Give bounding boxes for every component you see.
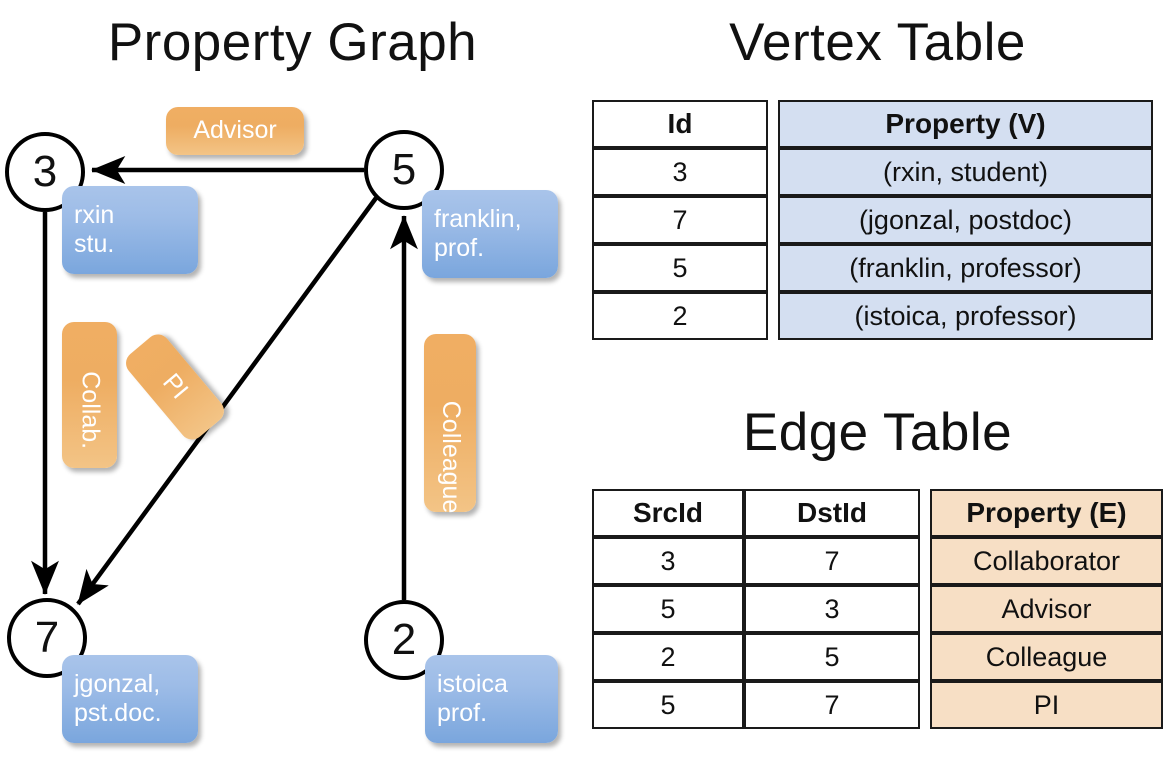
edge-cell-srcid: 5: [592, 585, 744, 633]
vertex-cell-id: 5: [592, 244, 768, 292]
edge-cell-property: Advisor: [930, 585, 1163, 633]
edge-cell-srcid: 5: [592, 681, 744, 729]
graph-edges-svg: [31, 156, 418, 606]
vertex-chip-3-line2: stu.: [74, 230, 115, 258]
edge-chip-pi-label: PI: [157, 368, 194, 405]
vertex-chip-7-line1: jgonzal,: [74, 669, 161, 698]
edge-cell-dstid: 5: [744, 633, 920, 681]
edge-table: SrcId DstId Property (E) 3 7 Collaborato…: [592, 489, 1163, 729]
column-gap: [768, 100, 778, 148]
vertex-chip-5-line2: prof.: [434, 234, 485, 262]
vertex-cell-id: 7: [592, 196, 768, 244]
table-row: 3 7 Collaborator: [592, 537, 1163, 585]
vertex-chip-2-line1: istoica: [437, 669, 508, 698]
graph-node-2[interactable]: 2: [364, 600, 444, 680]
table-header-row: Id Property (V): [592, 100, 1153, 148]
vertex-chip-5: franklin, prof.: [422, 190, 558, 278]
column-gap: [920, 585, 930, 633]
vertex-cell-property: (jgonzal, postdoc): [778, 196, 1153, 244]
edge-chip-colleague: Colleague: [424, 334, 476, 514]
edge-cell-property: Collaborator: [930, 537, 1163, 585]
vertex-col-property: Property (V): [778, 100, 1153, 148]
vertex-table: Id Property (V) 3 (rxin, student) 7 (jgo…: [592, 100, 1153, 340]
column-gap: [920, 681, 930, 729]
edge-chip-colleague-label: Colleague: [436, 401, 465, 514]
vertex-cell-property: (rxin, student): [778, 148, 1153, 196]
vertex-cell-property: (istoica, professor): [778, 292, 1153, 340]
table-row: 5 (franklin, professor): [592, 244, 1153, 292]
edge-cell-srcid: 2: [592, 633, 744, 681]
vertex-cell-property: (franklin, professor): [778, 244, 1153, 292]
vertex-chip-7-line2: pst.doc.: [74, 699, 162, 727]
edge-cell-srcid: 3: [592, 537, 744, 585]
vertex-cell-id: 3: [592, 148, 768, 196]
graph-node-5[interactable]: 5: [364, 130, 444, 210]
column-gap: [920, 633, 930, 681]
vertex-chip-2-line2: prof.: [437, 699, 488, 727]
table-header-row: SrcId DstId Property (E): [592, 489, 1163, 537]
vertex-chip-5-line1: franklin,: [434, 204, 522, 233]
column-gap: [768, 148, 778, 196]
edge-5-to-7: [76, 196, 378, 606]
vertex-col-id: Id: [592, 100, 768, 148]
table-row: 7 (jgonzal, postdoc): [592, 196, 1153, 244]
edge-col-srcid: SrcId: [592, 489, 744, 537]
page-title-property-graph: Property Graph: [107, 13, 478, 72]
vertex-chip-2: istoica prof.: [425, 655, 558, 743]
edge-cell-dstid: 3: [744, 585, 920, 633]
column-gap: [768, 244, 778, 292]
edge-chip-collab: Collab.: [62, 322, 117, 468]
table-row: 2 (istoica, professor): [592, 292, 1153, 340]
edge-cell-property: PI: [930, 681, 1163, 729]
page-title-edge-table: Edge Table: [742, 403, 1013, 462]
column-gap: [768, 292, 778, 340]
vertex-chip-7: jgonzal, pst.doc.: [62, 655, 198, 743]
column-gap: [920, 537, 930, 585]
edge-chip-collab-label: Collab.: [76, 371, 105, 450]
column-gap: [920, 489, 930, 537]
edge-cell-property: Colleague: [930, 633, 1163, 681]
edge-chip-advisor-label: Advisor: [193, 116, 277, 145]
vertex-chip-3-line1: rxin: [74, 200, 115, 229]
vertex-cell-id: 2: [592, 292, 768, 340]
edge-col-dstid: DstId: [744, 489, 920, 537]
edge-chip-advisor: Advisor: [166, 107, 304, 155]
column-gap: [768, 196, 778, 244]
edge-col-property: Property (E): [930, 489, 1163, 537]
property-graph-panel: Property Graph 3 5 7 2 rxin s: [5, 13, 558, 743]
table-row: 5 7 PI: [592, 681, 1163, 729]
table-row: 5 3 Advisor: [592, 585, 1163, 633]
page-title-vertex-table: Vertex Table: [729, 13, 1026, 72]
vertex-chip-3: rxin stu.: [62, 186, 198, 274]
edge-cell-dstid: 7: [744, 681, 920, 729]
edge-cell-dstid: 7: [744, 537, 920, 585]
table-row: 2 5 Colleague: [592, 633, 1163, 681]
table-row: 3 (rxin, student): [592, 148, 1153, 196]
